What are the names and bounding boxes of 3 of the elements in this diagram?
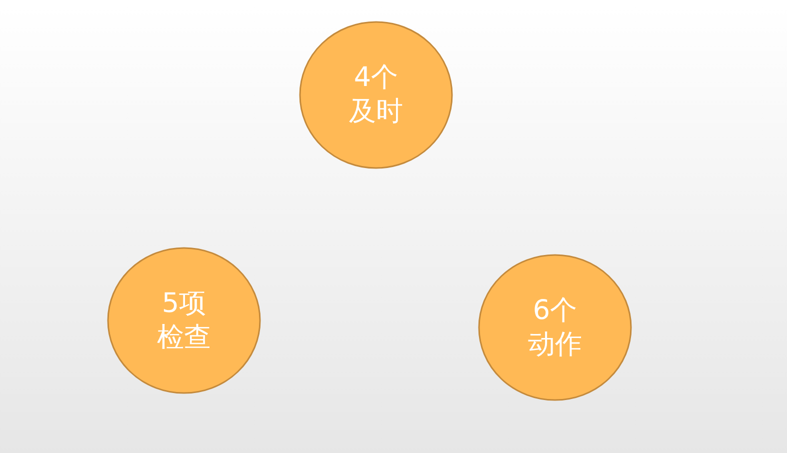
node-label: 5项检查 — [156, 286, 212, 354]
node-label: 4个及时 — [348, 61, 404, 129]
node-label: 6个动作 — [527, 294, 583, 362]
